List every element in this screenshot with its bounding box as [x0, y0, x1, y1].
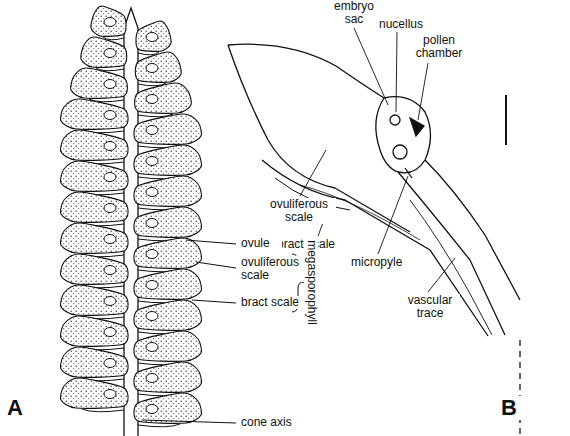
- part-label: vascular trace: [400, 294, 460, 320]
- panel-letter: B: [500, 396, 526, 420]
- part-label: ovuliferous scale: [240, 256, 312, 282]
- part-label: bract scale: [240, 296, 312, 309]
- part-label: ovuliferous scale: [262, 198, 336, 224]
- part-label: ovule: [240, 237, 282, 250]
- part-label: embryo sac: [328, 0, 380, 26]
- part-label: nucellus: [376, 18, 426, 31]
- scale-section-drawing: [228, 28, 520, 436]
- panel-letter: A: [6, 396, 32, 420]
- part-label: pollen chamber: [410, 34, 468, 60]
- part-label: cone axis: [240, 416, 312, 429]
- cone-drawing: [61, 6, 202, 436]
- part-label: micropyle: [350, 256, 416, 269]
- bracket-label: megasporophyll: [305, 239, 318, 326]
